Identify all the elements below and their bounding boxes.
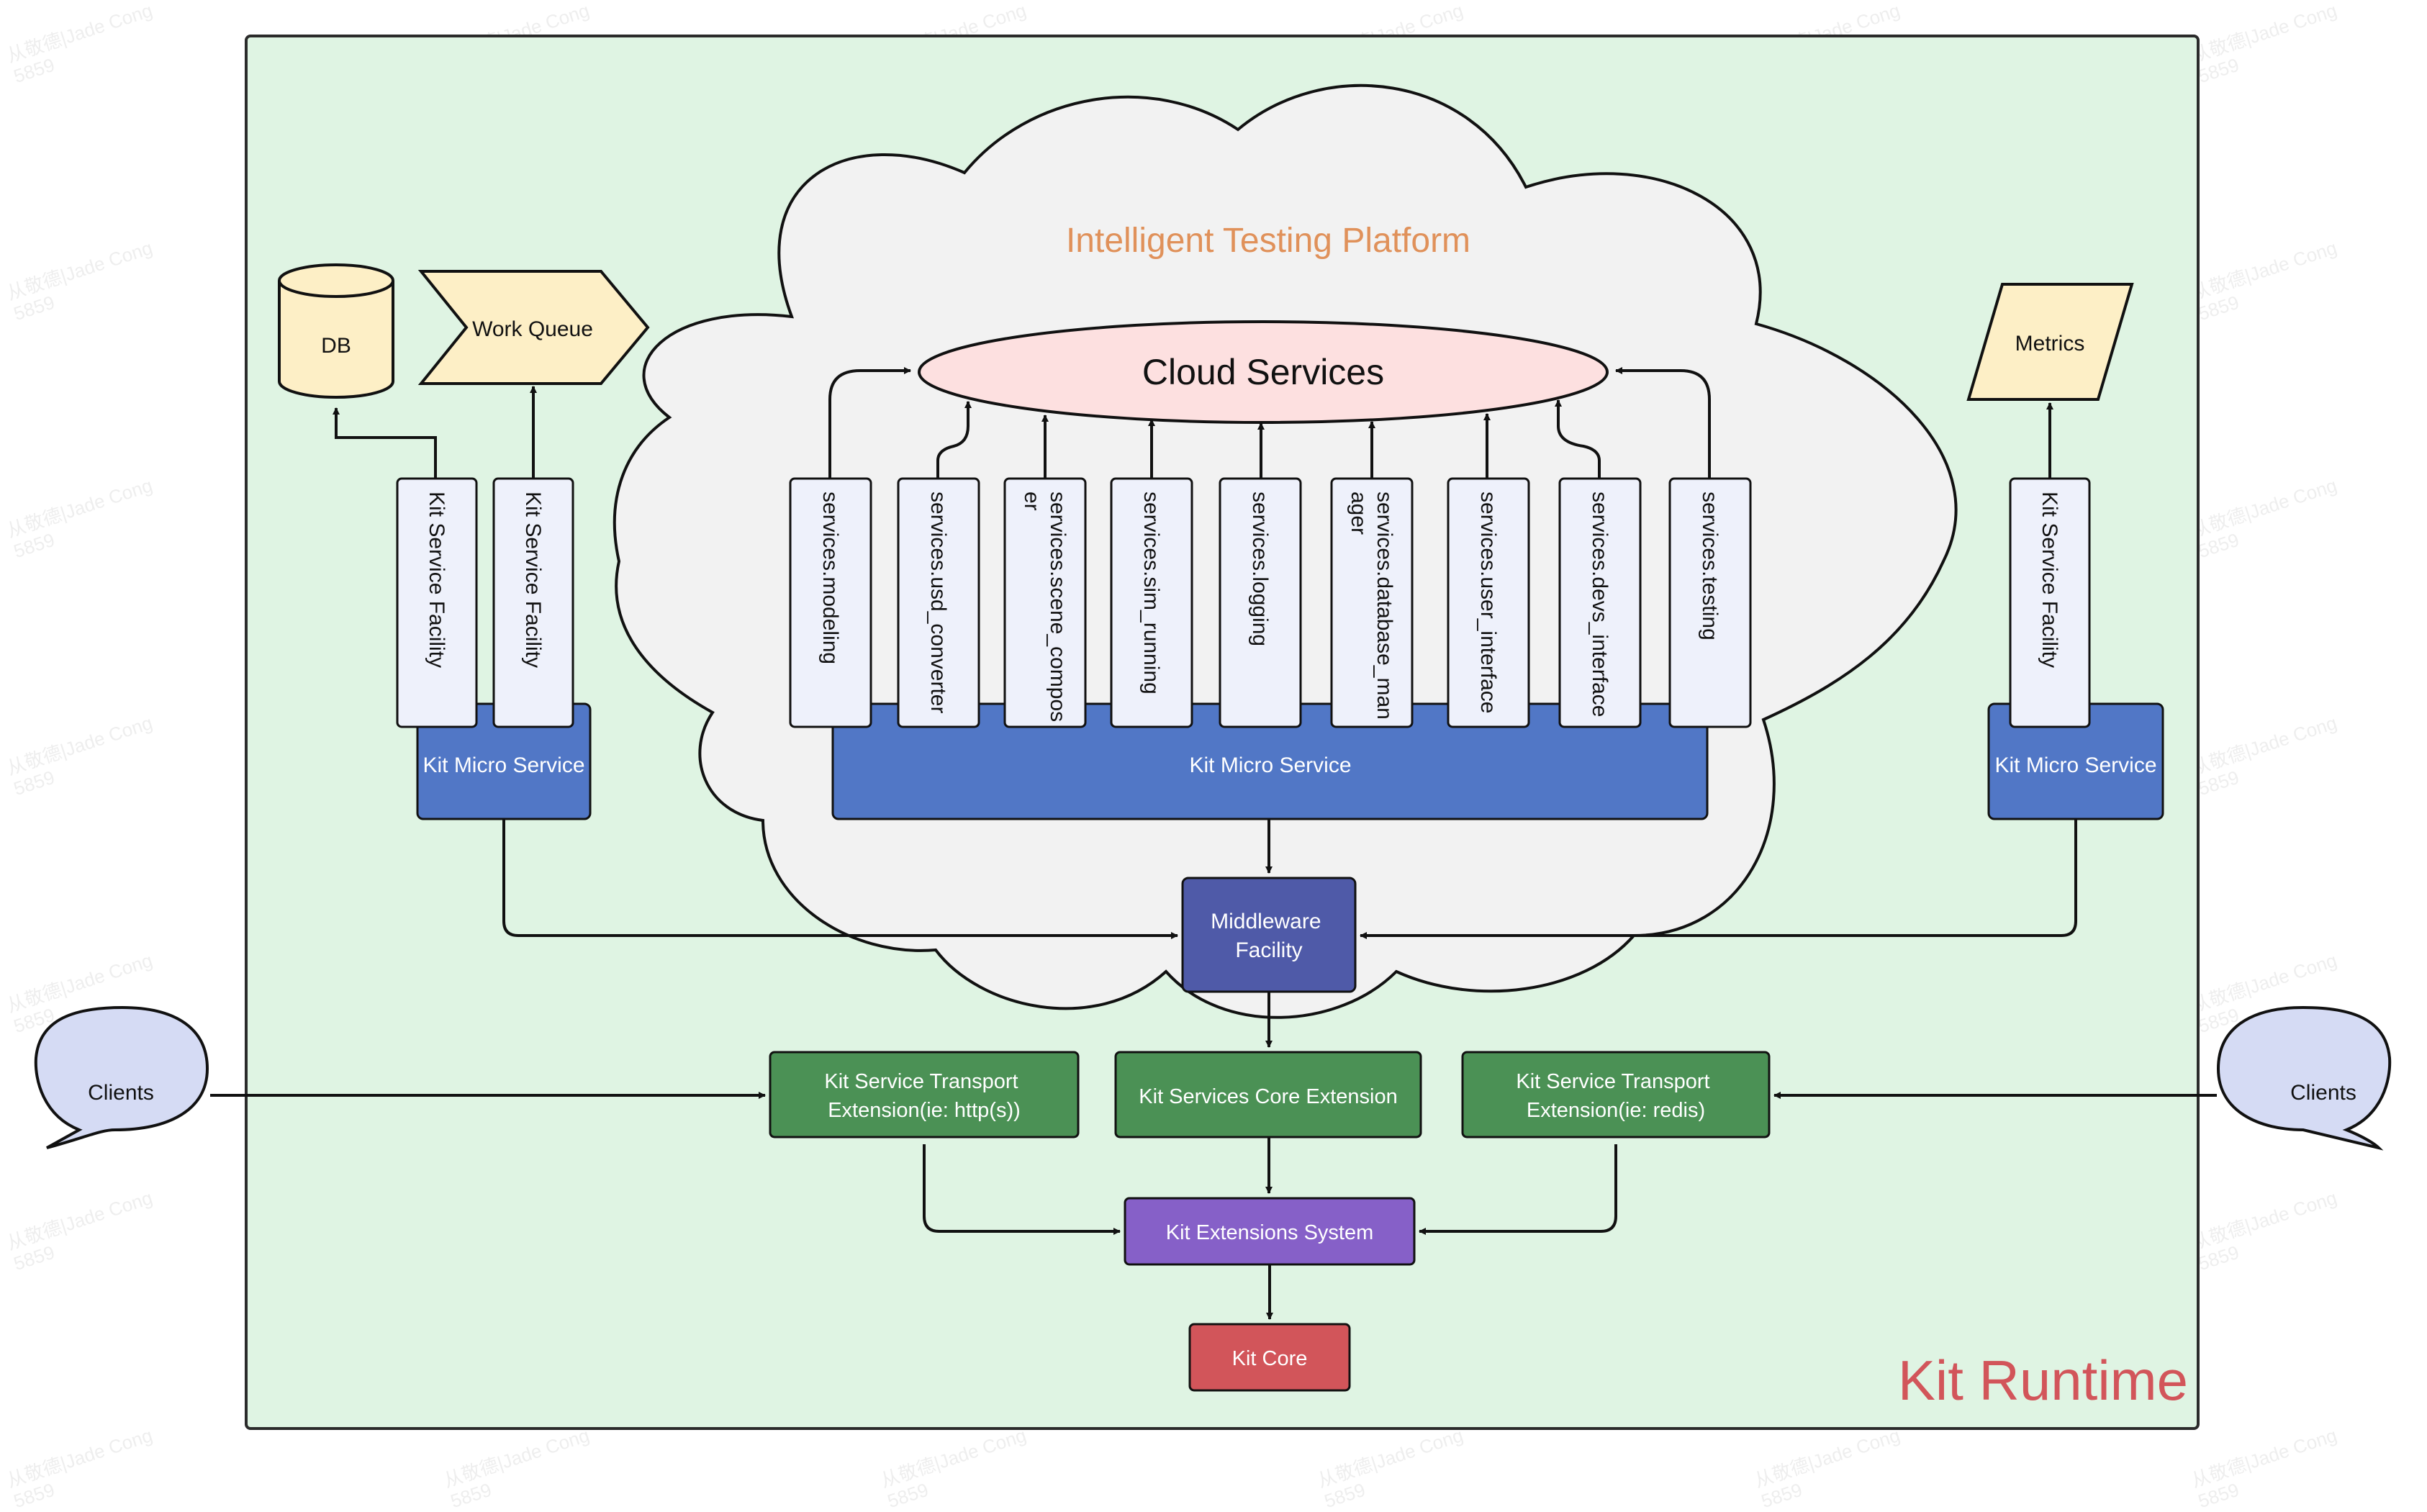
transport-redis-label: Kit Service Transport Extension(ie: redi… [1516,1070,1715,1122]
service-column: services.modeling [789,477,872,728]
architecture-diagram: Kit Runtime Intelligent Testing Platform… [34,35,2392,1430]
arrow-http-ext-system [923,1144,1121,1235]
service-column: services.testing [1668,477,1752,728]
service-column-label: services.scene_composer [1020,492,1070,722]
kit-core-label: Kit Core [1232,1347,1308,1370]
metrics-shape [1966,283,2134,401]
service-column: services.scene_composer [1003,477,1087,728]
services-group: services.modeling services.usd_converter s… [789,477,1752,728]
arrow-right-middleware [1360,819,2077,939]
transport-redis-box [1461,1051,1771,1138]
kit-service-facility-label: Kit Service Facility [521,492,545,668]
service-column-label: services.devs_interface [1588,492,1612,717]
kit-service-facility-label: Kit Service Facility [425,492,448,668]
service-column: services.user_interface [1447,477,1530,728]
extensions-system-label: Kit Extensions System [1166,1221,1374,1244]
platform-title: Intelligent Testing Platform [1066,222,1470,260]
arrow-facility-db [333,407,437,479]
arrow-devs-cloud [1555,399,1601,479]
kit-runtime-label: Kit Runtime [1898,1349,2188,1412]
db-label: DB [321,334,351,358]
service-column: services.devs_interface [1558,477,1642,728]
clients-left-bubble [34,1005,209,1149]
service-column-label: services.sim_running [1139,492,1163,694]
kit-service-facility-label: Kit Service Facility [2038,492,2061,668]
left-facilities: Kit Service Facility Kit Service Facility [396,477,574,728]
service-column-label: services.logging [1248,492,1272,646]
service-column-label: services.usd_converter [926,492,950,713]
right-facilities: Kit Service Facility [2009,477,2091,728]
service-column-label: services.database_manager [1347,492,1396,720]
service-column: services.logging [1219,477,1302,728]
arrow-usd-cloud [936,401,972,479]
clients-right-label: Clients [2290,1081,2356,1105]
metrics-label: Metrics [2015,332,2085,356]
kit-service-facility: Kit Service Facility [492,477,574,728]
kit-service-facility: Kit Service Facility [2009,477,2091,728]
work-queue-label: Work Queue [472,317,593,341]
clients-left-label: Clients [88,1081,154,1105]
service-column-label: services.modeling [818,492,842,664]
micro-service-left-label: Kit Micro Service [422,753,584,777]
transport-http-box [769,1051,1080,1138]
micro-service-right-label: Kit Micro Service [1994,753,2156,777]
work-queue-shape [417,270,650,385]
connectors [210,367,2217,1320]
service-column-label: services.user_interface [1476,492,1500,713]
service-column: services.sim_running [1110,477,1193,728]
service-column: services.usd_converter [897,477,980,728]
arrow-left-middleware [502,819,1178,939]
middleware-label: Middleware Facility [1211,910,1327,962]
db-cylinder [278,263,394,399]
arrow-modeling-cloud [828,367,911,479]
service-column: services.database_manager [1330,477,1414,728]
kit-service-facility: Kit Service Facility [396,477,478,728]
arrow-redis-ext-system [1419,1144,1617,1235]
transport-http-label: Kit Service Transport Extension(ie: http… [824,1070,1023,1122]
middleware-box [1181,877,1357,993]
clients-right-bubble [2216,1005,2392,1151]
cloud-services-label: Cloud Services [1142,352,1384,392]
kit-core-box [1188,1323,1351,1392]
core-extension-label: Kit Services Core Extension [1139,1085,1397,1108]
service-column-label: services.testing [1698,492,1722,640]
micro-service-center-label: Kit Micro Service [1189,753,1351,777]
arrow-testing-cloud [1615,367,1711,479]
